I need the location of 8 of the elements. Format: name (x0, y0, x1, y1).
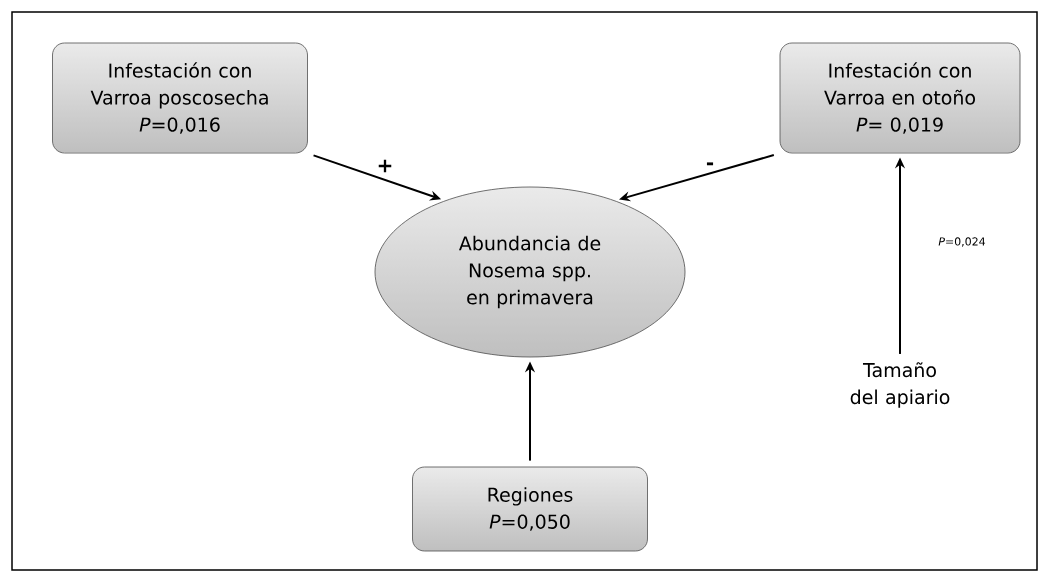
edge-label: - (704, 161, 716, 171)
ellipse-node: Abundancia de Nosema spp. en primavera (374, 186, 686, 358)
rounded-box: Regiones P=0,050 (412, 466, 648, 552)
rounded-box: Infestación con Varroa en otoño P= 0,019 (779, 42, 1021, 154)
edge-label: P=0,024 (937, 236, 987, 248)
rounded-box: Infestación con Varroa poscosecha P=0,016 (52, 42, 308, 154)
edge-label: + (375, 158, 395, 174)
node-label: Tamaño del apiario (850, 362, 950, 408)
